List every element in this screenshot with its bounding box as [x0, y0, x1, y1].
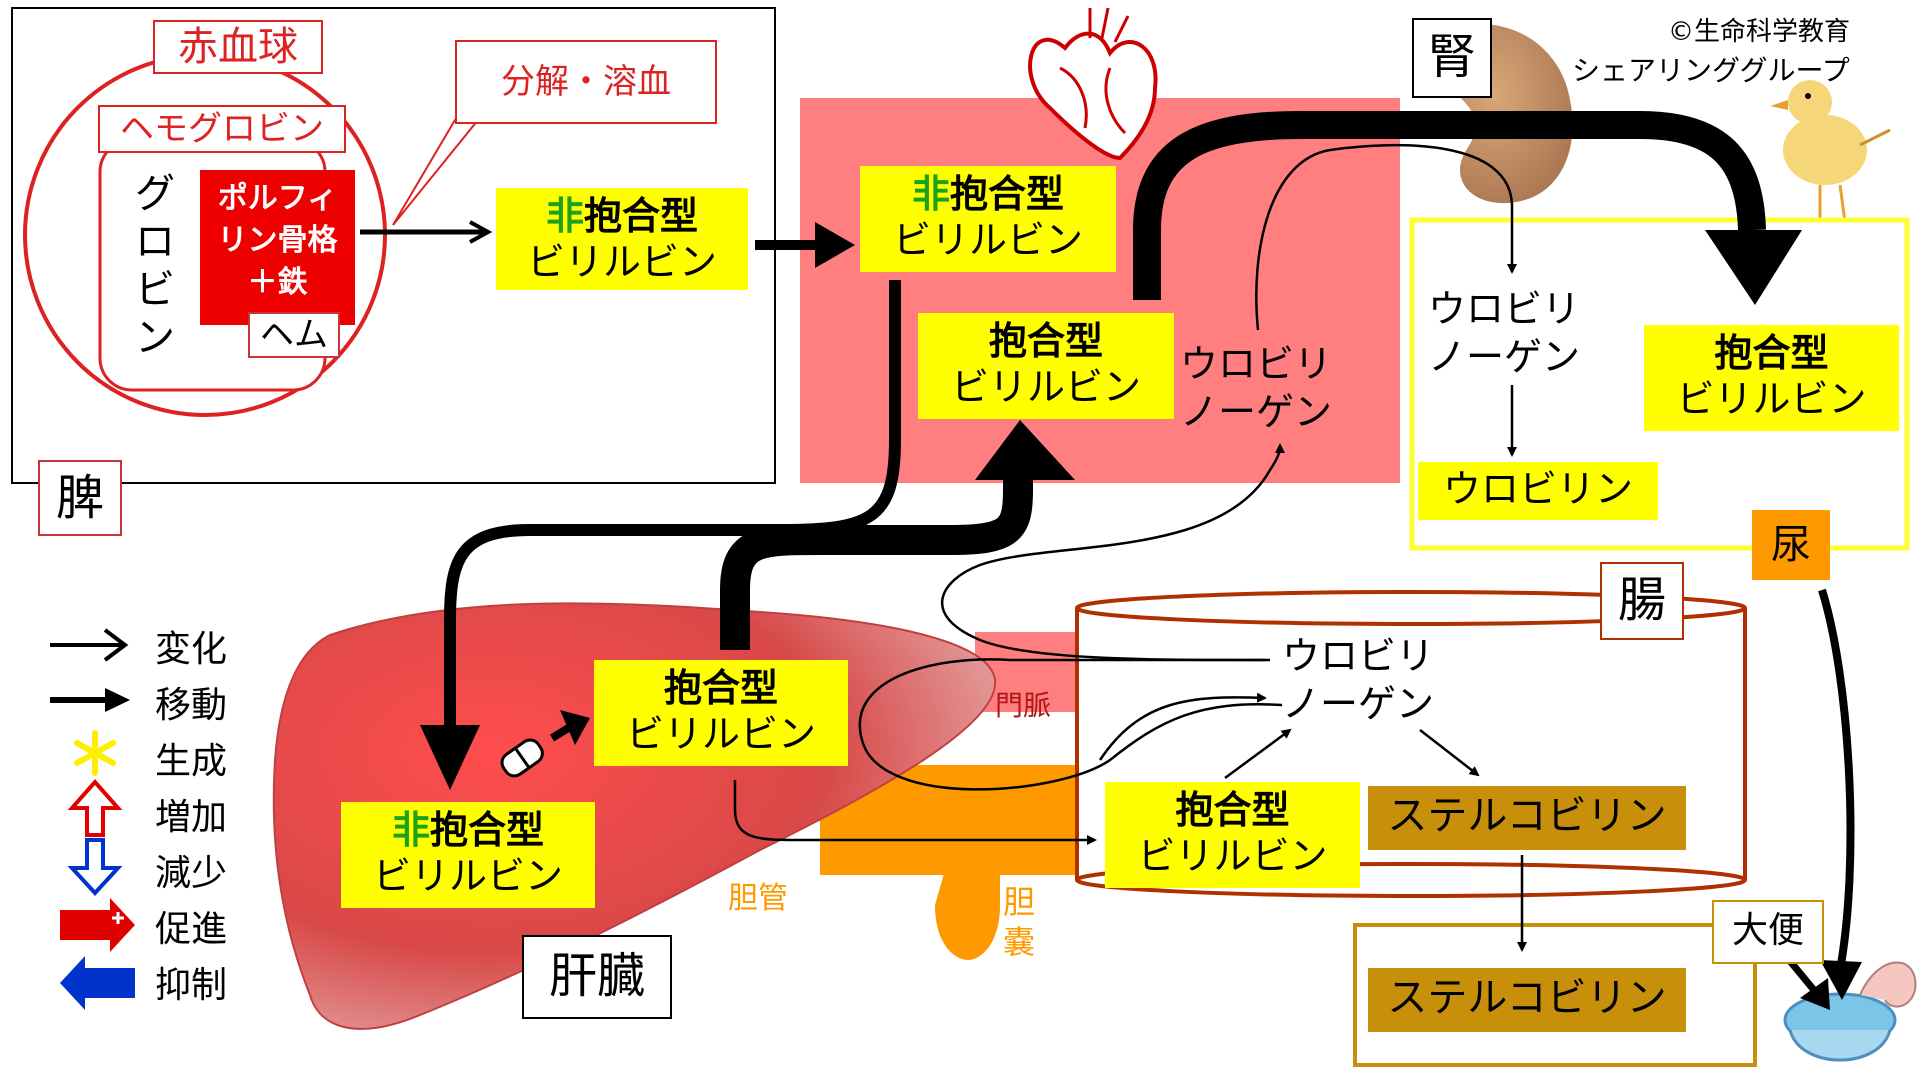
globin-char: グ — [135, 171, 175, 217]
box-title: 抱合型 — [950, 172, 1065, 216]
arrow-urine-to-feces — [1818, 588, 1855, 971]
box-title: 抱合型 — [1175, 788, 1290, 832]
feces-stercobilin: ステルコビリン — [1368, 968, 1686, 1032]
unconj-prefix: 非 — [391, 808, 430, 852]
globin-char: ビ — [135, 267, 175, 313]
legend-change: 変化 — [155, 629, 228, 670]
bile-duct-label: 胆管 — [728, 881, 788, 916]
box-title: 抱合型 — [663, 666, 778, 710]
legend-decrease: 減少 — [155, 853, 228, 894]
urobilinogen-line: ウロビリ — [1282, 634, 1435, 678]
box-bilirubin: ビリルビン — [625, 711, 816, 756]
kidney-label: 腎 — [1412, 18, 1492, 98]
porphyrin-label: ポルフィ リン骨格 ＋鉄 — [200, 178, 355, 304]
urobilinogen-line: ノーゲン — [1282, 682, 1435, 726]
rbc-title: 赤血球 — [153, 20, 323, 74]
intestine-label: 腸 — [1600, 562, 1684, 640]
legend-promote: 促進 — [155, 909, 228, 950]
arrow-urobilinogen-to-stercobilin — [1419, 729, 1480, 777]
chick-illustration — [1770, 80, 1891, 223]
pill-icon — [500, 738, 544, 778]
urobilinogen-line: ウロビリ — [1428, 287, 1581, 331]
legend-inhibit: 抑制 — [155, 965, 228, 1006]
gallbladder-label: 胆 嚢 — [1003, 882, 1035, 962]
arrow-blood-to-kidney — [1133, 111, 1766, 300]
box-bilirubin: ビリルビン — [1137, 833, 1328, 878]
liver-label: 肝臓 — [522, 935, 672, 1019]
heart-icon — [1028, 7, 1158, 161]
box-title: 抱合型 — [430, 808, 545, 852]
box-title: 抱合型 — [1714, 331, 1829, 375]
legend-generate: 生成 — [155, 741, 228, 782]
arrow-enterohepatic — [940, 443, 1285, 662]
toilet-icon — [1783, 961, 1917, 1062]
copyright-line-2: シェアリンググループ — [1572, 54, 1850, 87]
gallbladder-icon — [935, 870, 1000, 960]
urine-frame — [1409, 217, 1910, 551]
feces-frame — [1353, 923, 1757, 1067]
blood-conjugated-bilirubin: 抱合型 ビリルビン — [918, 313, 1174, 419]
urobilinogen-line: ウロビリ — [1180, 342, 1333, 386]
box-title: 抱合型 — [584, 194, 699, 238]
feces-label: 大便 — [1712, 900, 1824, 964]
intestine-bottom — [1075, 862, 1747, 898]
intestine-conjugated-bilirubin: 抱合型 ビリルビン — [1105, 782, 1360, 888]
porphyrin-line: ポルフィ — [217, 181, 338, 216]
arrow-intestine-up — [1098, 692, 1267, 761]
box-bilirubin: ビリルビン — [892, 217, 1083, 262]
callout-box: 分解・溶血 — [455, 40, 717, 124]
urine-label: 尿 — [1752, 510, 1830, 580]
porphyrin-block — [200, 170, 355, 325]
box-bilirubin: ビリルビン — [950, 364, 1141, 409]
hemoglobin-label: ヘモグロビン — [98, 105, 346, 153]
box-bilirubin: ビリルビン — [1676, 376, 1867, 421]
arrow-intestine-loop — [858, 658, 1283, 791]
kidney-urobilin: ウロビリン — [1418, 462, 1658, 520]
box-title: 抱合型 — [988, 319, 1103, 363]
kidney-conjugated-bilirubin: 抱合型 ビリルビン — [1644, 325, 1899, 431]
liver-unconjugated-bilirubin: 非抱合型 ビリルビン — [341, 802, 595, 908]
gallbladder-char: 嚢 — [1003, 923, 1036, 961]
legend-icons — [50, 628, 135, 1010]
unconj-prefix: 非 — [545, 194, 584, 238]
globin-char: ロ — [135, 219, 175, 265]
urobilinogen-line: ノーゲン — [1428, 335, 1581, 379]
globin-label: グ ロ ビ ン — [133, 170, 177, 362]
intestine-urobilinogen: ウロビリ ノーゲン — [1282, 632, 1434, 728]
intestine-top — [1075, 590, 1747, 626]
arrow-to-kidney-thin — [1255, 143, 1517, 331]
blood-urobilinogen: ウロビリ ノーゲン — [1180, 340, 1332, 436]
porphyrin-line: ＋鉄 — [247, 265, 308, 300]
portal-vein-label: 門脈 — [995, 689, 1052, 722]
liver-conjugated-bilirubin: 抱合型 ビリルビン — [594, 660, 848, 766]
intestine-stercobilin: ステルコビリン — [1368, 786, 1686, 850]
unconj-prefix: 非 — [911, 172, 950, 216]
legend: 変化 移動 生成 増加 減少 促進 抑制 — [155, 622, 227, 1014]
spleen-label: 脾 — [38, 460, 122, 536]
legend-increase: 増加 — [155, 797, 228, 838]
blood-unconjugated-bilirubin: 非抱合型 ビリルビン — [860, 166, 1116, 272]
callout-pointer — [392, 119, 481, 226]
spleen-unconjugated-bilirubin: 非抱合型 ビリルビン — [496, 188, 748, 290]
kidney-urobilinogen: ウロビリ ノーゲン — [1428, 285, 1580, 381]
porphyrin-line: リン骨格 — [217, 223, 338, 258]
arrow-conj-to-urobilinogen — [1224, 728, 1292, 780]
gallbladder-char: 胆 — [1003, 883, 1036, 921]
globin-char: ン — [135, 315, 175, 361]
box-bilirubin: ビリルビン — [526, 239, 717, 284]
arrow-liver-to-blood — [720, 480, 1033, 650]
box-bilirubin: ビリルビン — [372, 853, 563, 898]
heme-label: ヘム — [248, 312, 340, 358]
arrow-liver-to-intestine — [733, 780, 1097, 845]
legend-move: 移動 — [155, 685, 228, 726]
urobilinogen-line: ノーゲン — [1180, 390, 1333, 434]
copyright-line-1: ©生命科学教育 — [1668, 17, 1851, 47]
